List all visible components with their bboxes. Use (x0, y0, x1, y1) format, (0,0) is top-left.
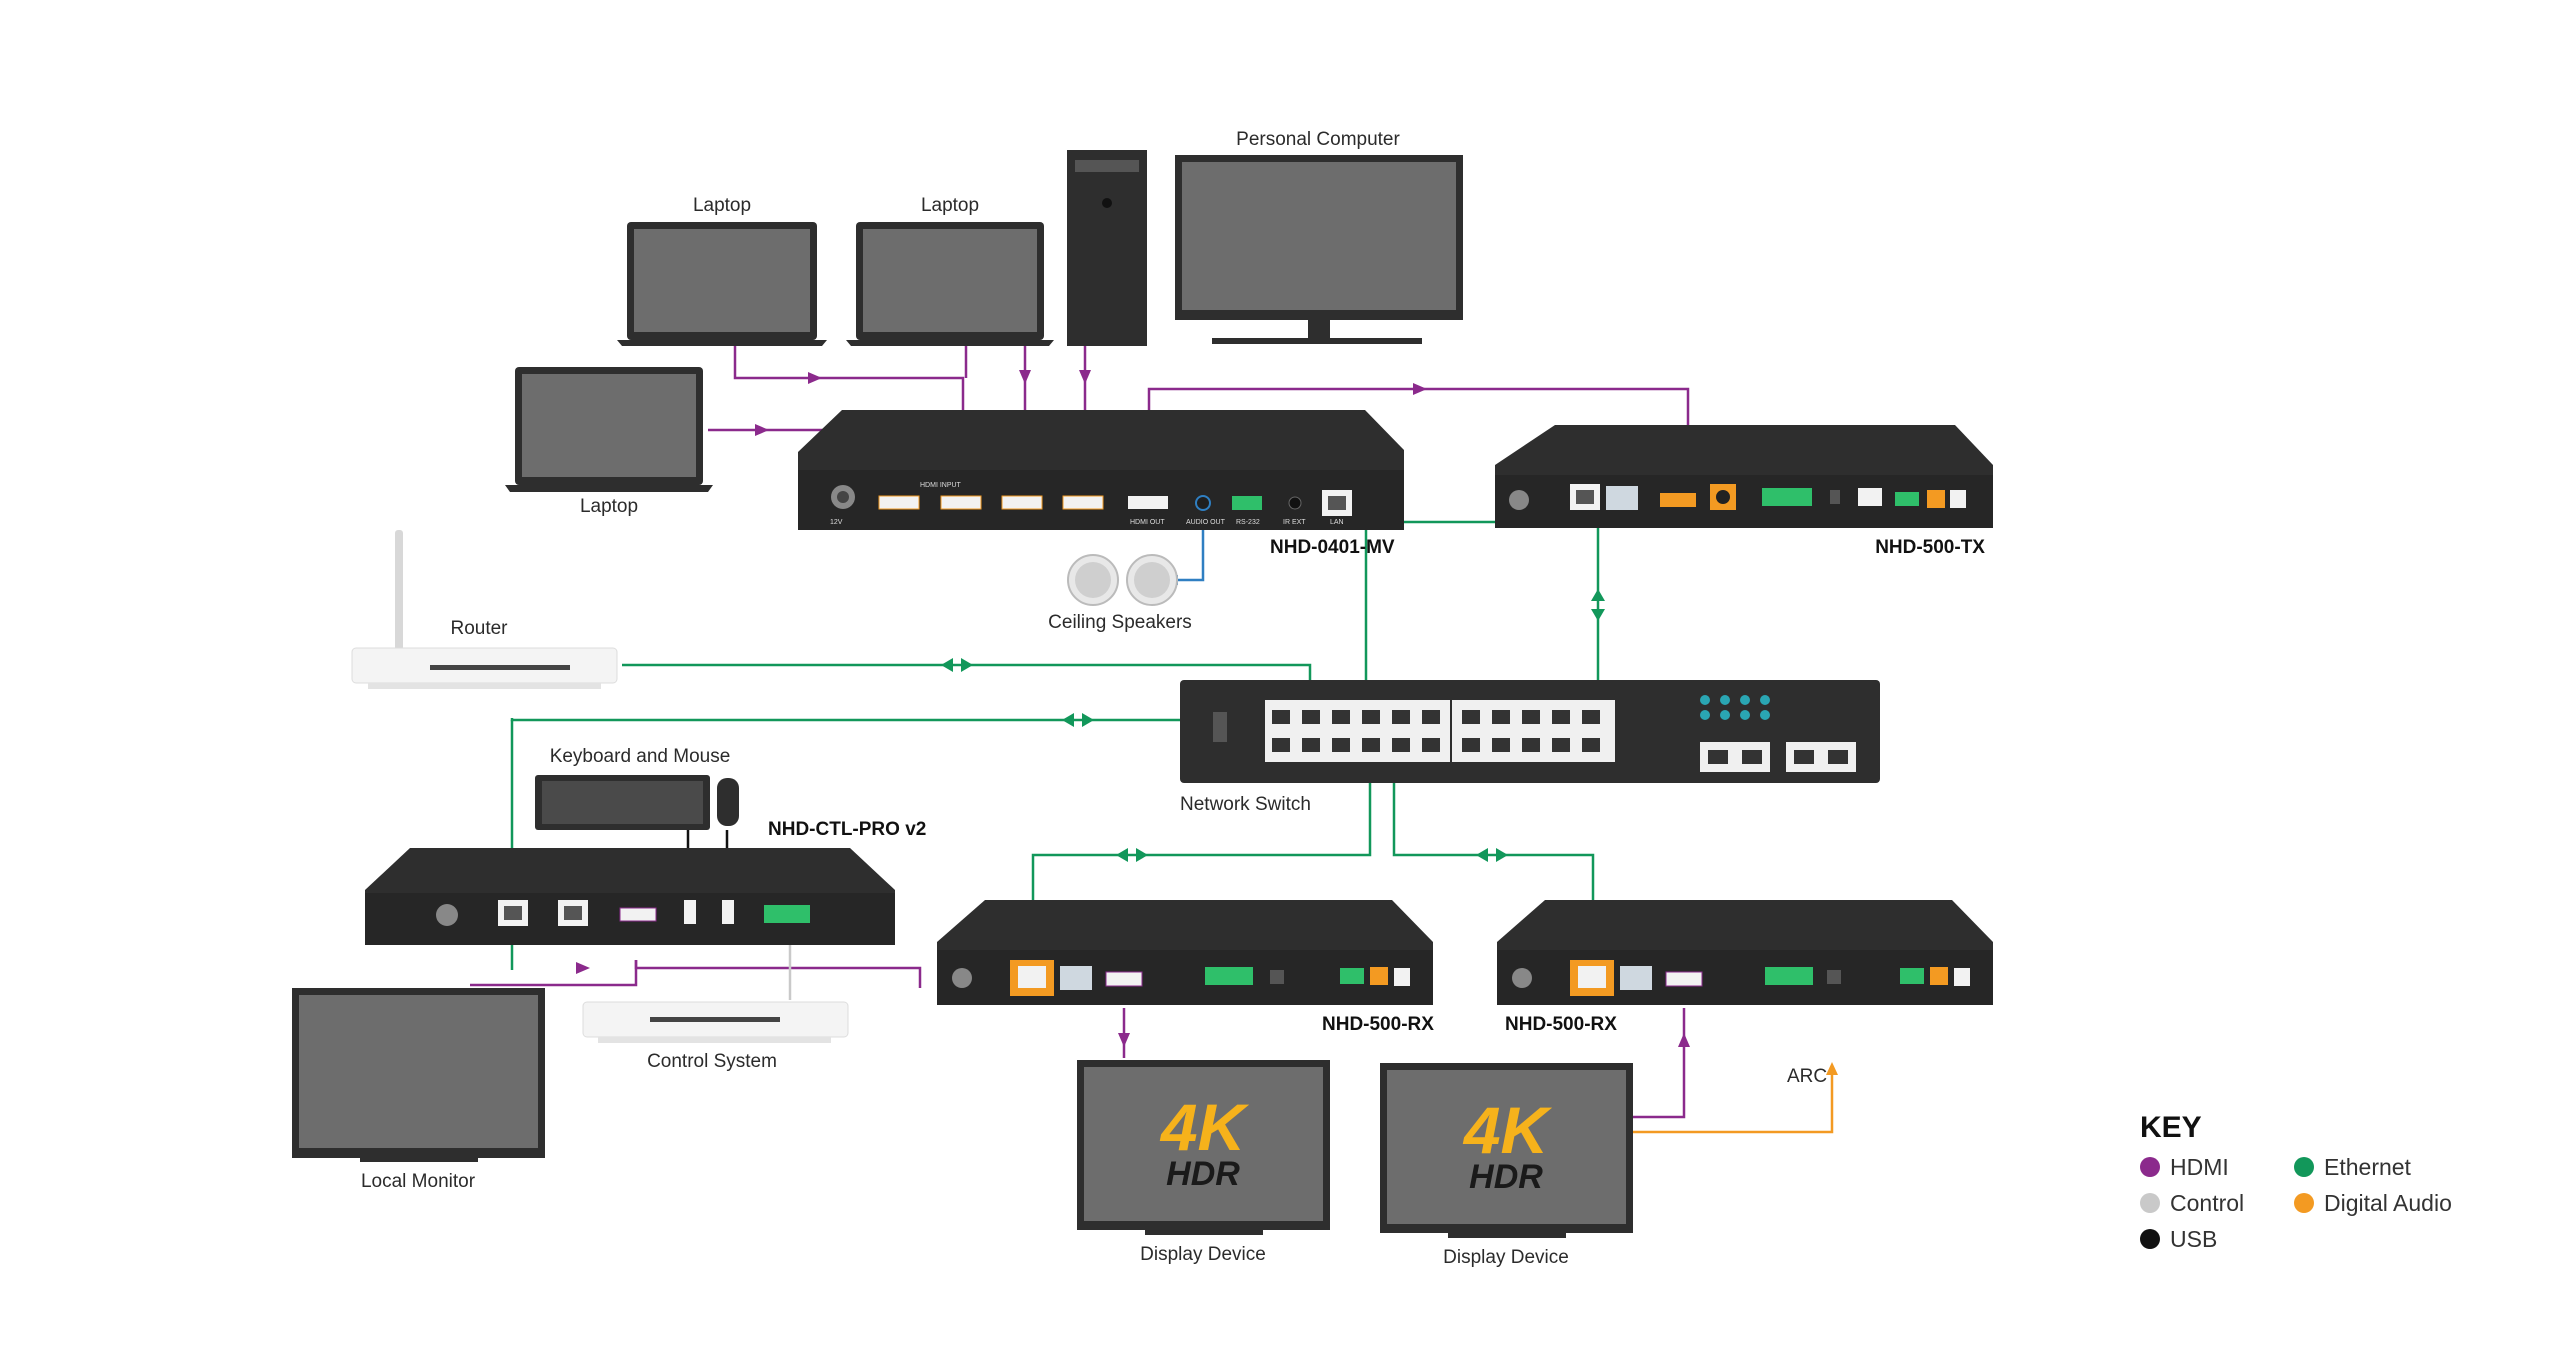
switch-label: Network Switch (1180, 794, 1311, 815)
display2-hdr: HDR (1469, 1158, 1543, 1196)
display-device-2: 4K HDR Display Device (1380, 1063, 1633, 1268)
nhd-500-rx-1: NHD-500-RX (937, 900, 1434, 1035)
svg-text:12V: 12V (830, 519, 843, 526)
nhd-500-tx: NHD-500-TX (1495, 425, 1993, 558)
router-label: Router (450, 618, 508, 639)
pc-label: Personal Computer (1236, 129, 1400, 150)
display1-4k: 4K (1159, 1090, 1250, 1164)
svg-text:LAN: LAN (1330, 519, 1344, 526)
display2-4k: 4K (1462, 1093, 1553, 1167)
nhd-ctl-pro-v2: NHD-CTL-PRO v2 (365, 819, 926, 945)
nhd-0401-mv: 12V HDMI INPUT HDMI OUT AUDIO OUT RS-232… (798, 410, 1404, 558)
svg-text:HDMI INPUT: HDMI INPUT (920, 482, 962, 489)
control-system-label: Control System (647, 1051, 777, 1072)
display1-label: Display Device (1140, 1244, 1266, 1265)
legend-item-control: Control (2140, 1190, 2244, 1216)
display2-label: Display Device (1443, 1247, 1569, 1268)
laptop-right-label: Laptop (921, 195, 979, 216)
nhd-500-rx-2: NHD-500-RX (1497, 900, 1993, 1035)
legend-swatch-digital-audio (2294, 1193, 2314, 1213)
display1-hdr: HDR (1166, 1155, 1240, 1193)
legend-item-hdmi: HDMI (2140, 1154, 2229, 1180)
svg-text:Control: Control (2170, 1190, 2244, 1216)
legend-item-usb: USB (2140, 1226, 2217, 1252)
local-monitor: Local Monitor (292, 988, 545, 1192)
legend-swatch-ethernet (2294, 1157, 2314, 1177)
legend-item-digital-audio: Digital Audio (2294, 1190, 2452, 1216)
speakers-label: Ceiling Speakers (1048, 612, 1192, 633)
svg-text:Digital Audio: Digital Audio (2324, 1190, 2452, 1216)
personal-computer: Personal Computer (1067, 129, 1463, 346)
svg-text:HDMI: HDMI (2170, 1154, 2229, 1180)
arc-label: ARC (1787, 1066, 1827, 1087)
control-system: Control System (582, 1001, 849, 1072)
svg-text:HDMI OUT: HDMI OUT (1130, 519, 1165, 526)
keyboard-and-mouse: Keyboard and Mouse (535, 746, 739, 830)
legend-swatch-usb (2140, 1229, 2160, 1249)
audio-connection (1170, 512, 1205, 582)
svg-text:RS-232: RS-232 (1236, 519, 1260, 526)
laptop-center-label: Laptop (693, 195, 751, 216)
legend-swatch-control (2140, 1193, 2160, 1213)
tx-device-label: NHD-500-TX (1875, 537, 1985, 558)
laptop-center: Laptop (617, 195, 827, 346)
rx1-device-label: NHD-500-RX (1322, 1014, 1434, 1035)
digital-audio-connection (1625, 1068, 1834, 1134)
legend-swatch-hdmi (2140, 1157, 2160, 1177)
legend-item-ethernet: Ethernet (2294, 1154, 2412, 1180)
local-monitor-label: Local Monitor (361, 1171, 476, 1192)
network-switch: Network Switch (1180, 680, 1880, 815)
svg-text:IR EXT: IR EXT (1283, 519, 1306, 526)
svg-text:AUDIO OUT: AUDIO OUT (1186, 519, 1226, 526)
rx2-device-label: NHD-500-RX (1505, 1014, 1617, 1035)
kbm-label: Keyboard and Mouse (550, 746, 731, 767)
laptop-left: Laptop (505, 367, 713, 517)
svg-text:USB: USB (2170, 1226, 2217, 1252)
mv-device-label: NHD-0401-MV (1270, 537, 1395, 558)
digital-audio-arrow (1826, 1062, 1838, 1075)
router: Router (351, 530, 618, 689)
laptop-right: Laptop (846, 195, 1054, 346)
svg-text:Ethernet: Ethernet (2324, 1154, 2412, 1180)
ctl-device-label: NHD-CTL-PRO v2 (768, 819, 926, 840)
laptop-left-label: Laptop (580, 496, 638, 517)
legend-title: KEY (2140, 1111, 2202, 1144)
display-device-1: 4K HDR Display Device (1077, 1060, 1330, 1265)
ceiling-speakers: Ceiling Speakers (1048, 554, 1192, 633)
legend: KEY HDMI Ethernet Control Digital Audio … (2140, 1111, 2452, 1252)
